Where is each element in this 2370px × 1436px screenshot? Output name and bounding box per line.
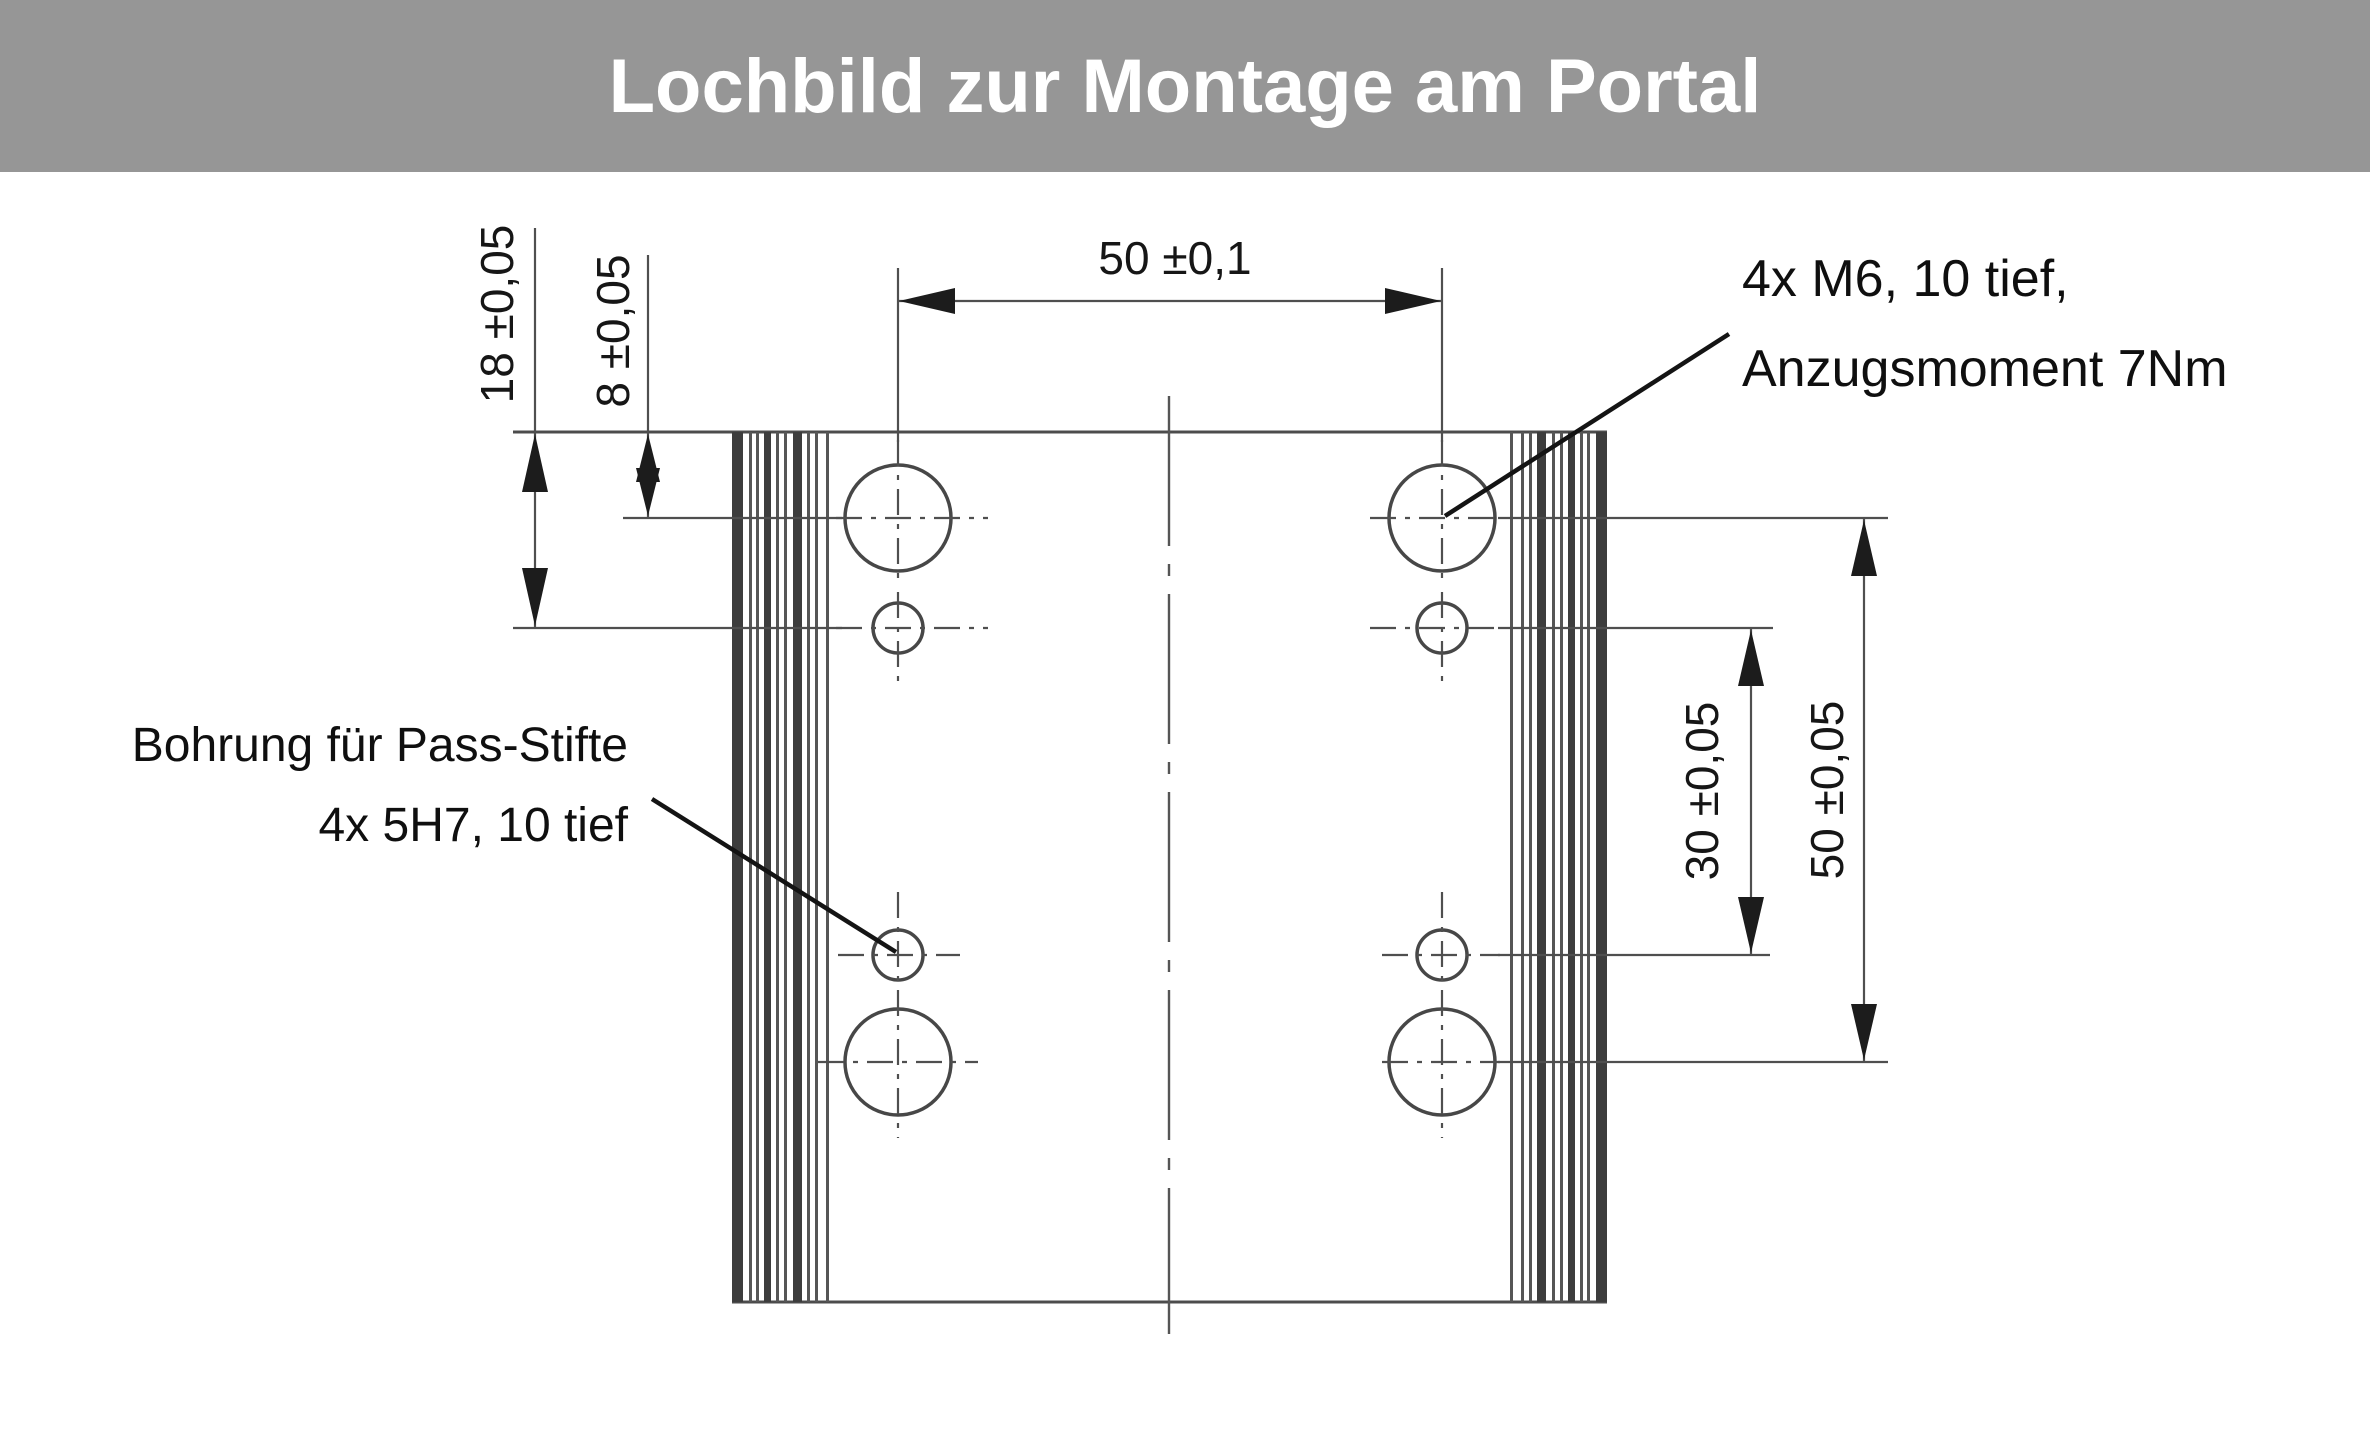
- arrow-h50-left: [899, 288, 955, 314]
- m6-note: 4x M6, 10 tief, Anzugsmoment 7Nm: [1742, 234, 2228, 414]
- pin-note-line2: 4x 5H7, 10 tief: [318, 799, 628, 852]
- dimension-arrowheads: [522, 288, 1877, 1060]
- arrow-50v-top: [1851, 520, 1877, 576]
- title-bar: Lochbild zur Montage am Portal: [0, 0, 2370, 172]
- dim-label-30: 30 ±0,05: [1676, 701, 1728, 881]
- leader-pin-note: [650, 797, 898, 954]
- extension-lines: [513, 268, 1888, 1064]
- m6-note-line2: Anzugsmoment 7Nm: [1742, 340, 2228, 398]
- left-edge-hatch: [732, 432, 829, 1302]
- leader-m6-note: [1443, 332, 1731, 518]
- dim-label-8: 8 ±0,05: [587, 254, 639, 408]
- arrow-h50-right: [1385, 288, 1441, 314]
- right-edge-hatch: [1510, 432, 1607, 1302]
- hole-crosshairs: [818, 440, 1500, 1138]
- m6-note-line1: 4x M6, 10 tief,: [1742, 250, 2069, 308]
- pin-note-line1: Bohrung für Pass-Stifte: [131, 719, 628, 772]
- arrow-8-bottom: [636, 468, 660, 516]
- arrow-30-bottom: [1738, 897, 1764, 953]
- pin-note: Bohrung für Pass-Stifte 4x 5H7, 10 tief: [132, 706, 628, 866]
- page-title: Lochbild zur Montage am Portal: [608, 43, 1762, 129]
- dim-label-50v: 50 ±0,05: [1801, 700, 1853, 880]
- arrow-50v-bottom: [1851, 1004, 1877, 1060]
- dim-label-18: 18 ±0,05: [471, 224, 523, 404]
- arrow-18-bottom: [522, 568, 548, 626]
- leader-lines: [650, 332, 1731, 954]
- dim-label-h50: 50 ±0,1: [1098, 232, 1252, 284]
- arrow-30-top: [1738, 630, 1764, 686]
- arrow-18-top: [522, 434, 548, 492]
